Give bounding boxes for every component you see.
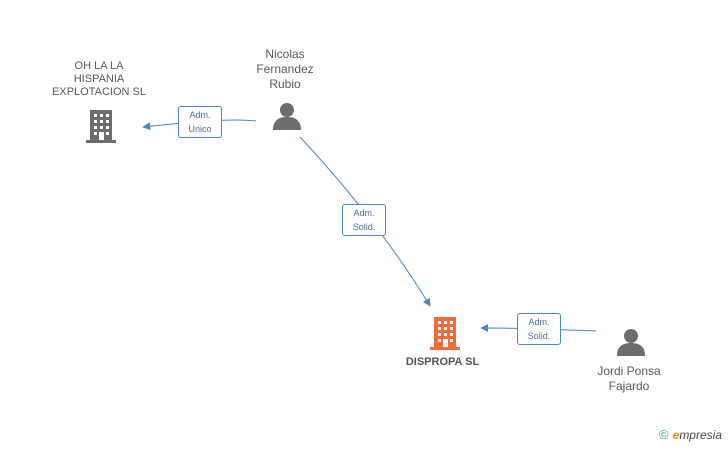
logo-e: e [672, 428, 680, 442]
building-icon[interactable] [86, 110, 116, 143]
person-icon[interactable] [273, 103, 301, 130]
company-label-oh-la-la[interactable]: OH LA LA HISPANIA EXPLOTACION SL [52, 60, 146, 98]
person-icon[interactable] [617, 329, 645, 356]
copyright-icon: © [659, 427, 669, 442]
empresia-logo: ©empresia [659, 427, 722, 442]
person-label-nicolas[interactable]: Nicolas Fernandez Rubio [256, 47, 314, 91]
edge-label-adm-solid: Adm. Solid. [342, 204, 386, 236]
edge-label-adm-solid: Adm. Solid. [517, 313, 561, 345]
edge-label-adm-unico: Adm. Unico [178, 106, 222, 138]
building-icon[interactable] [430, 317, 460, 350]
logo-text: mpresia [679, 428, 722, 442]
person-label-jordi[interactable]: Jordi Ponsa Fajardo [597, 364, 661, 393]
company-label-dispropa[interactable]: DISPROPA SL [405, 356, 480, 368]
